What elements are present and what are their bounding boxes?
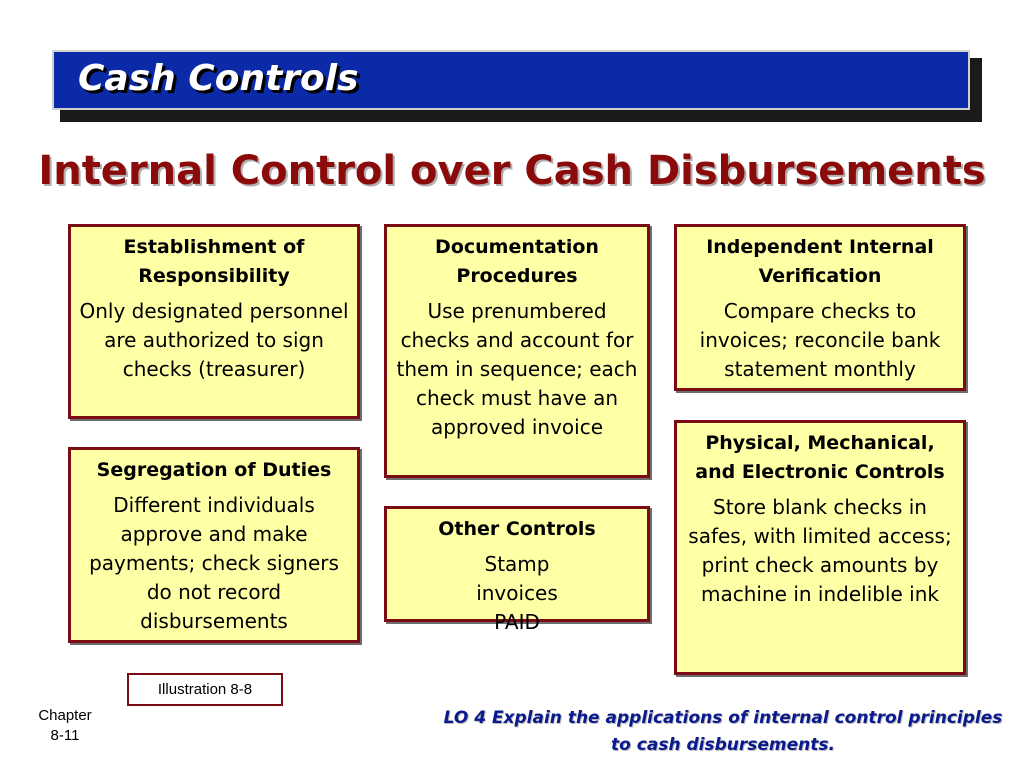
box-segregation-of-duties: Segregation of Duties Different individu…: [68, 447, 360, 643]
box-body: Use prenumbered checks and account for t…: [396, 299, 638, 439]
banner: Cash Controls: [52, 50, 970, 110]
box-body: Stamp invoices PAID: [476, 552, 558, 634]
box-heading: Segregation of Duties: [96, 459, 332, 481]
box-heading: Documentation Procedures: [435, 236, 599, 287]
illustration-label: Illustration 8-8: [127, 673, 283, 706]
chapter-number: Chapter 8-11: [25, 706, 105, 746]
chapter-page: 8-11: [50, 727, 80, 744]
box-heading: Independent Internal Verification: [706, 236, 934, 287]
box-heading: Physical, Mechanical, and Electronic Con…: [695, 432, 945, 483]
chapter-label: Chapter: [38, 707, 92, 724]
box-body: Compare checks to invoices; reconcile ba…: [699, 299, 941, 381]
box-heading: Establishment of Responsibility: [123, 236, 305, 287]
box-establishment-of-responsibility: Establishment of Responsibility Only des…: [68, 224, 360, 419]
box-body: Only designated personnel are authorized…: [79, 299, 349, 381]
box-other-controls: Other Controls Stamp invoices PAID: [384, 506, 650, 634]
page-title: Internal Control over Cash Disbursements: [38, 148, 986, 194]
box-body: Different individuals approve and make p…: [89, 493, 339, 633]
learning-objective: LO 4 Explain the applications of interna…: [443, 708, 1003, 755]
box-independent-internal-verification: Independent Internal Verification Compar…: [674, 224, 966, 391]
banner-title: Cash Controls: [78, 58, 359, 99]
box-body: Store blank checks in safes, with limite…: [688, 495, 952, 606]
box-documentation-procedures: Documentation Procedures Use prenumbered…: [384, 224, 650, 478]
box-heading: Other Controls: [438, 518, 596, 540]
box-physical-mechanical-electronic-controls: Physical, Mechanical, and Electronic Con…: [674, 420, 966, 675]
